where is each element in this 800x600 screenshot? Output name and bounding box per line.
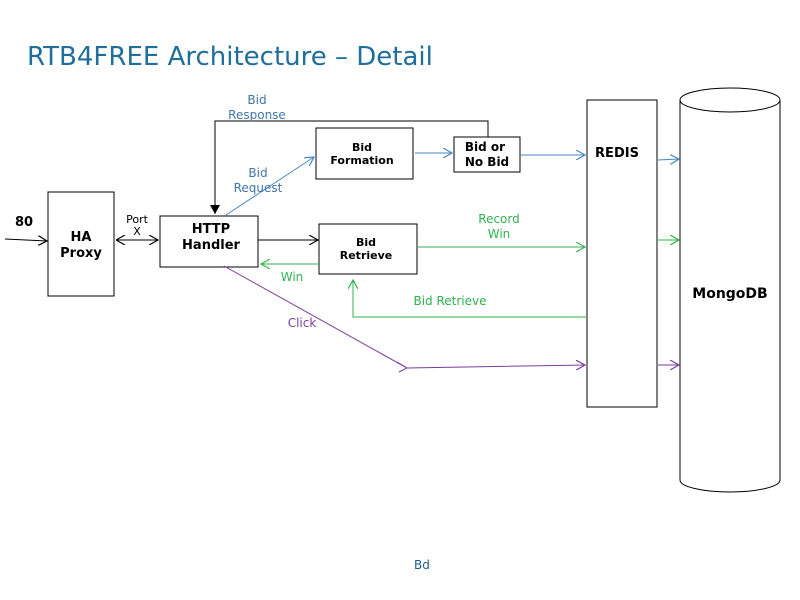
bid-formation-node — [315, 127, 414, 180]
bid-formation-label-1: Bid — [352, 141, 372, 154]
bid-retrieve-edge-label: Bid Retrieve — [413, 294, 486, 308]
bid-response-label-2: Response — [228, 108, 286, 122]
bid-retrieve-node — [318, 223, 418, 275]
http-handler-label-2: Handler — [182, 238, 240, 253]
mongodb-label: MongoDB — [692, 286, 767, 302]
redis-node — [586, 99, 658, 408]
ha-proxy-label-2: Proxy — [60, 246, 102, 261]
mongodb-node — [679, 87, 781, 493]
bid-or-nobid-node — [453, 136, 521, 173]
click-arrow-mid-head — [396, 361, 409, 373]
http-handler-label-1: HTTP — [192, 222, 230, 237]
bid-retrieve-label-1: Bid — [356, 236, 376, 249]
record-win-label-2: Win — [488, 227, 511, 241]
bid-response-label-1: Bid — [247, 93, 266, 107]
ha-proxy-node — [47, 191, 115, 297]
bid-request-label-2: Request — [234, 181, 283, 195]
http-handler-node — [159, 215, 259, 268]
record-win-label-1: Record — [478, 212, 519, 226]
ha-proxy-label-1: HA — [71, 230, 92, 245]
redis-label: REDIS — [595, 146, 639, 161]
click-label: Click — [288, 316, 317, 330]
port-x-label-2: X — [133, 225, 141, 238]
bid-request-label-1: Bid — [248, 166, 267, 180]
redis-to-mongo-blue-arrow — [657, 159, 679, 160]
port-x-label-1: Port — [126, 213, 148, 226]
inbound-arrow — [4, 239, 47, 241]
footer-text: Bd — [414, 558, 430, 572]
bid-response-arrow — [210, 120, 489, 214]
page-title: RTB4FREE Architecture – Detail — [27, 42, 433, 72]
bid-retrieve-arrow — [353, 280, 586, 318]
bid-or-nobid-label-2: No Bid — [465, 155, 509, 169]
win-label: Win — [281, 270, 304, 284]
port-80-label: 80 — [15, 215, 33, 230]
bid-request-arrow — [225, 157, 314, 216]
bid-retrieve-label-2: Retrieve — [340, 249, 392, 262]
bid-or-nobid-label-1: Bid or — [465, 140, 505, 154]
bid-formation-label-2: Formation — [330, 154, 393, 167]
